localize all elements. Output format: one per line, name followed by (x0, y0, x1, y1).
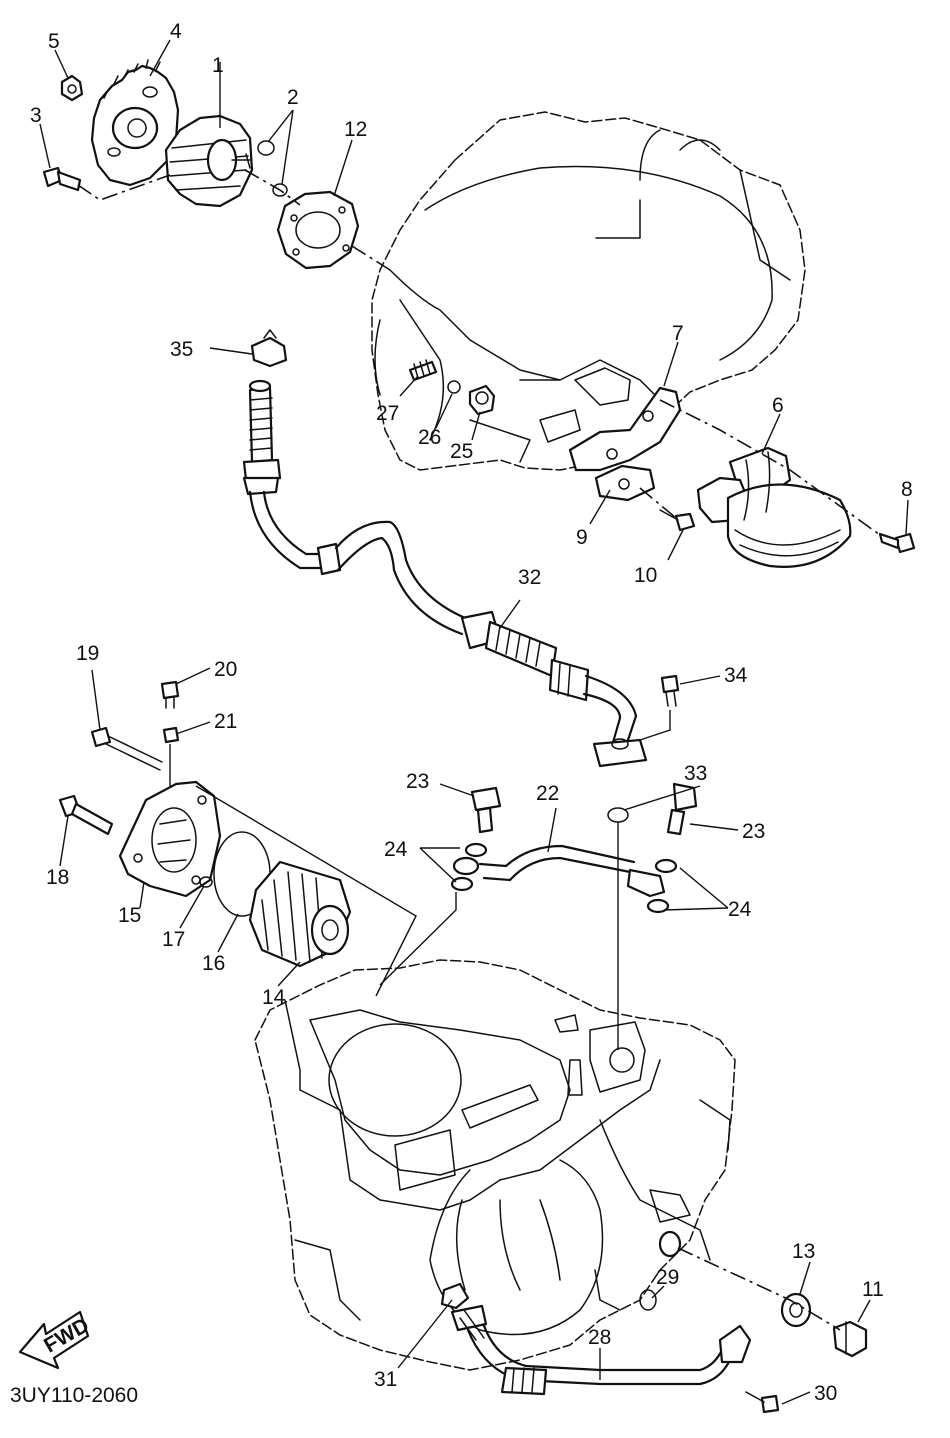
strainer-line (659, 399, 881, 536)
oil-pump-gear (90, 59, 180, 187)
oil-pump-body (164, 114, 254, 208)
pump-gasket-line (244, 169, 301, 206)
plate-bolt-line (639, 487, 677, 519)
callout-10: 10 (634, 564, 657, 587)
callout-5: 5 (48, 30, 60, 53)
callout-21: 21 (214, 710, 237, 733)
bolt-34 (660, 674, 680, 707)
dowel-27 (408, 359, 438, 382)
callout-11: 11 (862, 1278, 884, 1301)
callout-17: 17 (162, 928, 185, 951)
callout-27: 27 (376, 402, 399, 425)
callout-31: 31 (374, 1368, 397, 1391)
filter-bolt-18 (58, 794, 114, 836)
callout-26: 26 (418, 426, 441, 449)
callout-7: 7 (672, 322, 684, 345)
callout-32: 32 (518, 566, 541, 589)
union-bolt-23-left (470, 786, 502, 834)
callout-25: 25 (450, 440, 473, 463)
callout-20: 20 (214, 658, 237, 681)
callout-8: 8 (901, 478, 913, 501)
bolt-10 (659, 509, 696, 532)
callout-4: 4 (170, 20, 182, 43)
callout-30: 30 (814, 1382, 837, 1405)
bolt-34-line (639, 710, 671, 741)
callout-18: 18 (46, 866, 69, 889)
oil-strainer (696, 446, 852, 568)
oring-17 (199, 876, 213, 888)
callout-6: 6 (772, 394, 784, 417)
bolt-8 (878, 532, 916, 554)
lower-crankcase-outline (254, 959, 736, 1371)
oil-filter-14 (248, 860, 352, 968)
callout-29: 29 (656, 1266, 679, 1289)
callout-12: 12 (344, 118, 367, 141)
callout-22: 22 (536, 782, 559, 805)
callout-23-left: 23 (406, 770, 429, 793)
washer-13 (780, 1292, 812, 1328)
callout-3: 3 (30, 104, 42, 127)
callout-15: 15 (118, 904, 141, 927)
drain-boss (658, 1230, 682, 1258)
oring-2-pair (257, 140, 288, 197)
drain-plug-line (677, 1247, 841, 1331)
oring-26 (447, 380, 461, 394)
leader-lines (39, 39, 909, 1405)
oil-pump-bolt-3 (42, 166, 82, 192)
union-bolt-23-right (666, 782, 698, 836)
upper-crankcase-outline (371, 111, 806, 471)
filter-bolt-19 (90, 726, 163, 771)
callout-33: 33 (684, 762, 707, 785)
callout-24-right: 24 (728, 898, 752, 921)
callout-35: 35 (170, 338, 193, 361)
bolt-20 (160, 680, 180, 709)
diagram-code: 3UY110-2060 (10, 1384, 138, 1407)
oil-hose-28 (450, 1304, 752, 1396)
clamp-31 (440, 1282, 470, 1310)
callout-2: 2 (287, 86, 299, 109)
callout-13: 13 (792, 1240, 815, 1263)
plate-9 (594, 464, 656, 502)
gasket-12 (276, 190, 360, 270)
fwd-arrow-icon: FWD (18, 1310, 93, 1370)
callout-19: 19 (76, 642, 99, 665)
callout-16: 16 (202, 952, 225, 975)
callout-1: 1 (212, 54, 224, 77)
callout-9: 9 (576, 526, 588, 549)
bolt-30 (745, 1391, 780, 1414)
collar-25 (468, 384, 496, 416)
callout-14: 14 (262, 986, 286, 1009)
callout-numbers: 1 2 3 4 5 6 7 8 9 10 11 12 13 14 15 16 1… (30, 20, 913, 1405)
drain-plug-11 (832, 1320, 868, 1358)
callout-24-left: 24 (384, 838, 408, 861)
oil-hose-32 (242, 379, 648, 768)
pump-assembly-line (77, 174, 171, 201)
oil-pump-nut (60, 74, 84, 102)
callout-34: 34 (724, 664, 748, 687)
oring-29 (639, 1289, 657, 1311)
filter-cover-15 (118, 780, 222, 898)
oil-pipe-22 (452, 844, 666, 898)
pipe-22-line (379, 892, 457, 986)
callout-28: 28 (588, 1326, 611, 1349)
callout-23-right: 23 (742, 820, 765, 843)
washers-24 (450, 842, 678, 914)
nut-21 (162, 726, 180, 744)
hose-clamp-35 (250, 329, 288, 368)
gasket-case-line (351, 245, 391, 271)
filter-line (195, 785, 417, 997)
